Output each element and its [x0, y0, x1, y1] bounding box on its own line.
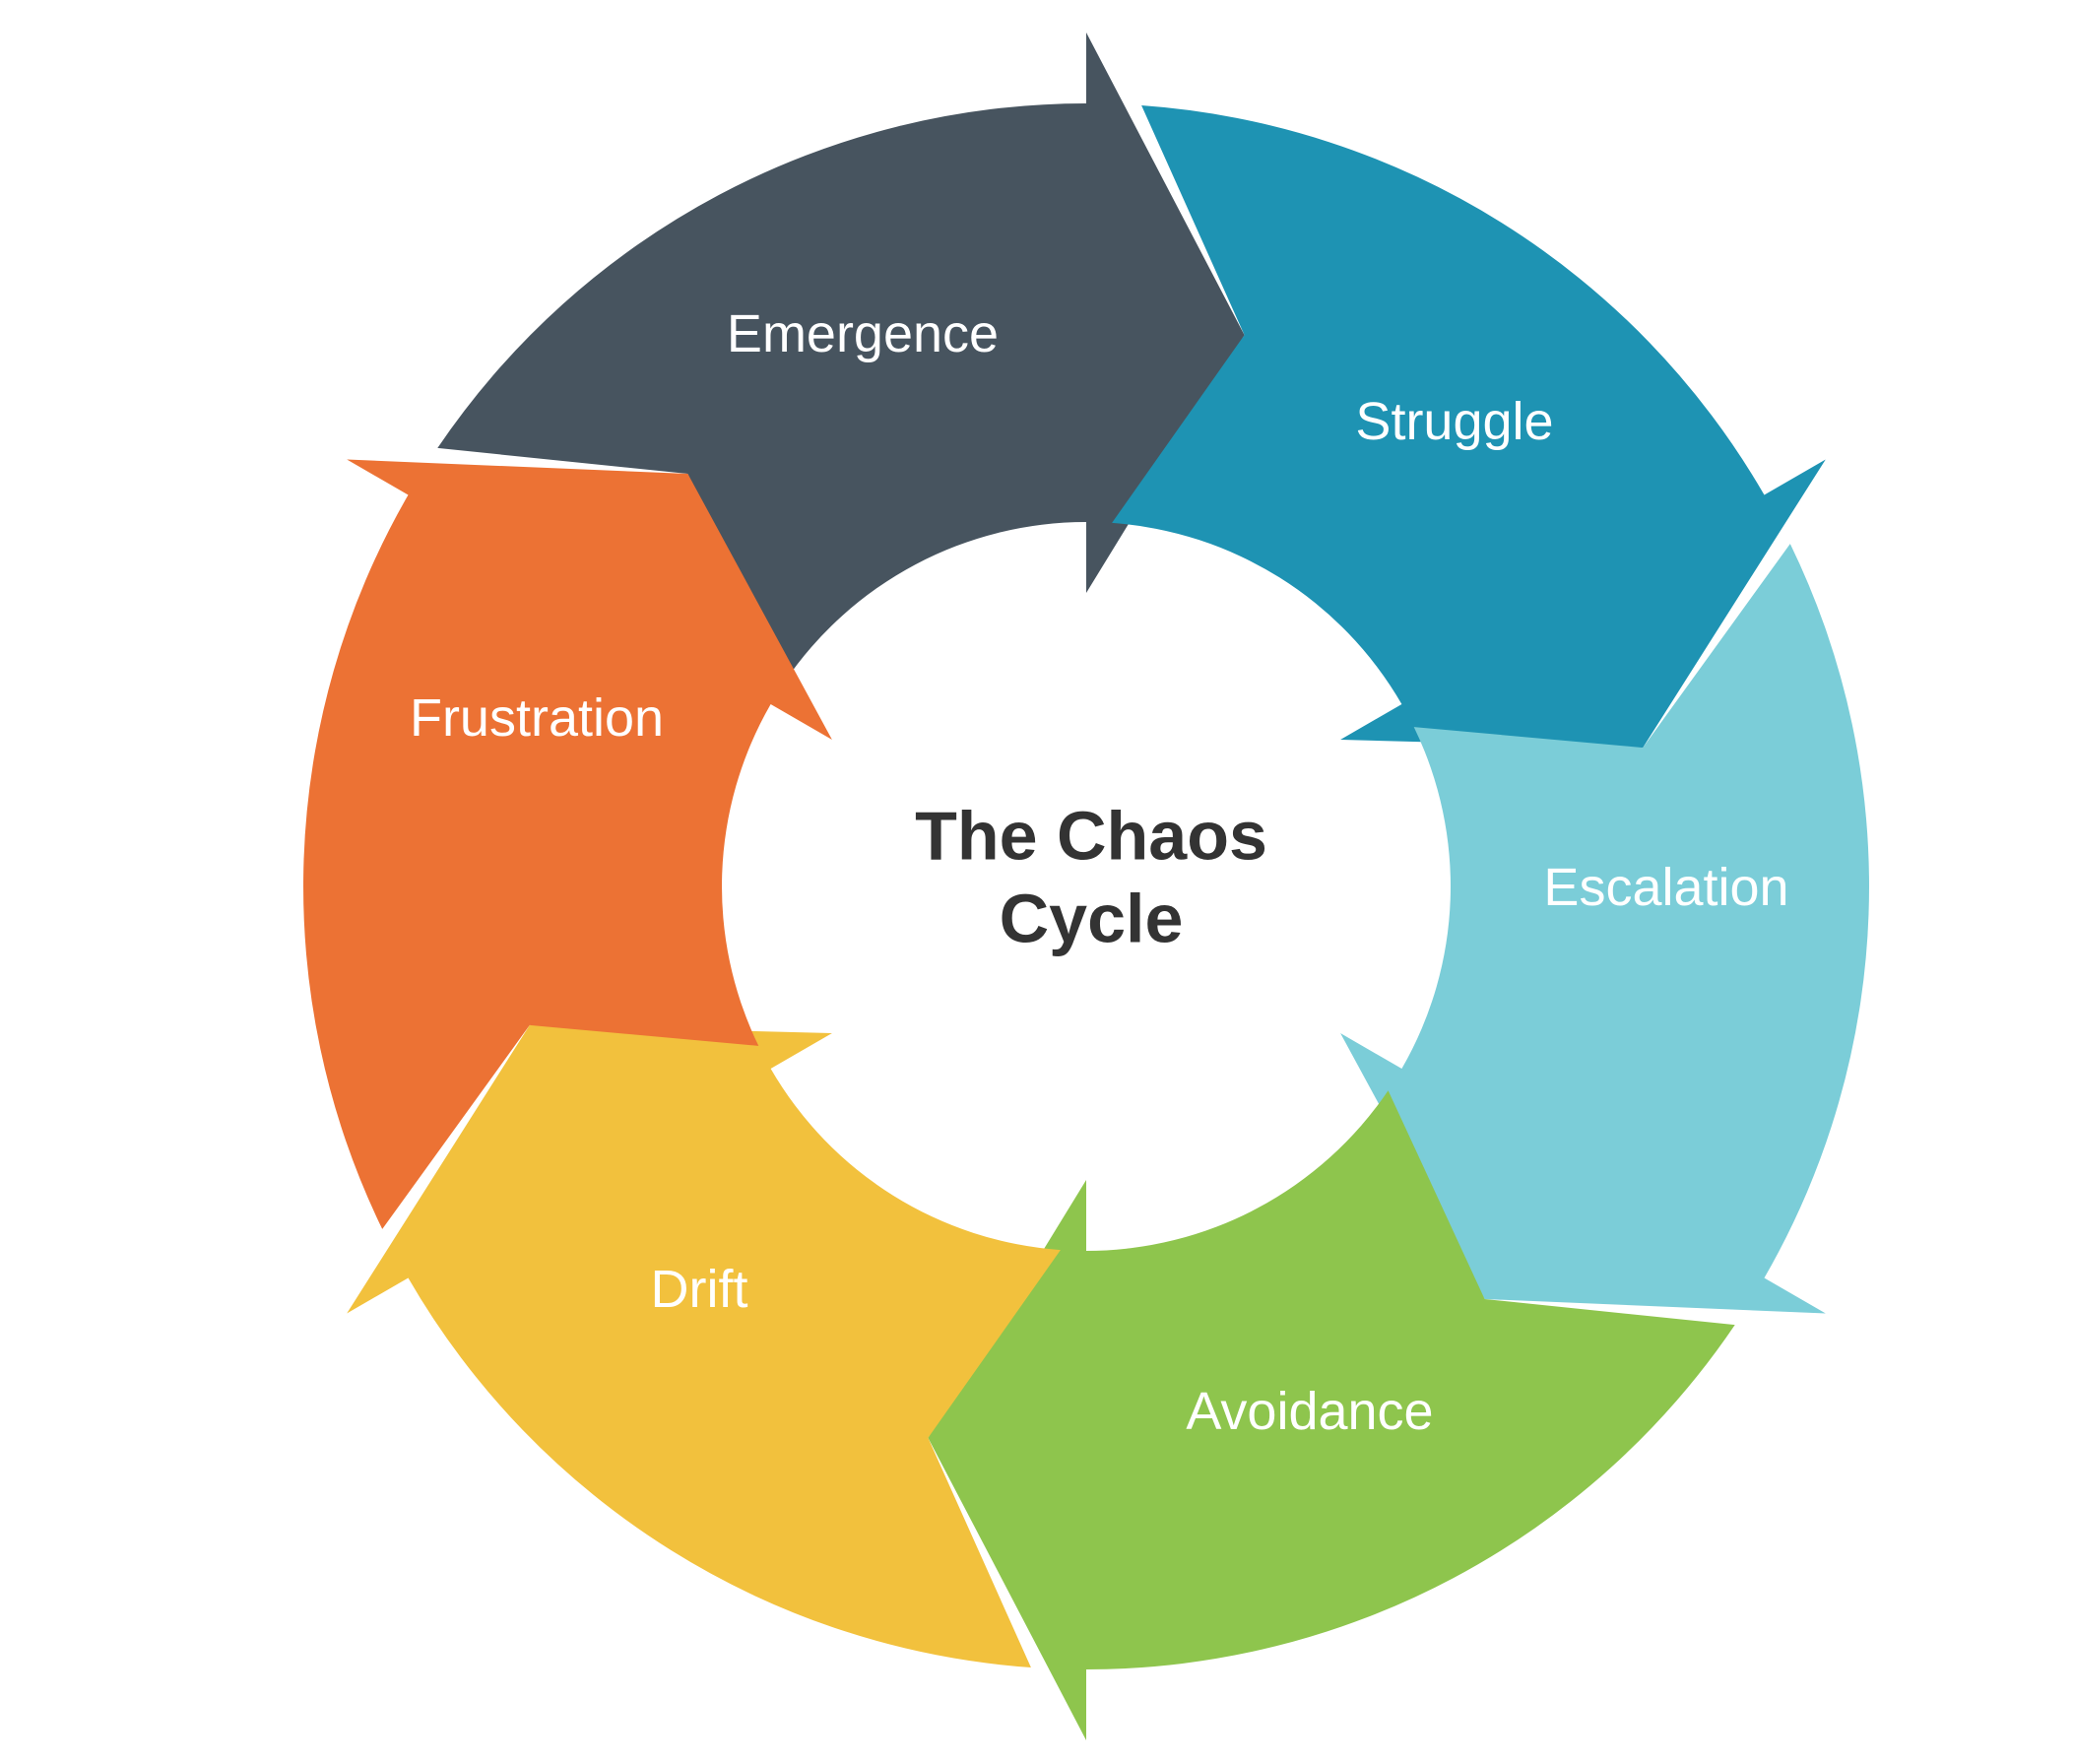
arrow-segment-emergence — [437, 33, 1245, 683]
arrow-segment-struggle — [1112, 105, 1826, 749]
arrow-segment-avoidance — [928, 1090, 1735, 1740]
diagram-title-line2: Cycle — [1000, 881, 1184, 957]
segment-label-escalation: Escalation — [1543, 858, 1788, 917]
arrow-segment-escalation — [1340, 544, 1869, 1314]
segment-label-avoidance: Avoidance — [1186, 1382, 1433, 1441]
segment-label-emergence: Emergence — [727, 304, 999, 363]
arrow-segment-drift — [347, 1024, 1061, 1667]
segment-label-drift: Drift — [651, 1260, 748, 1319]
diagram-title-line1: The Chaos — [915, 798, 1267, 875]
arrow-segment-frustration — [303, 459, 832, 1229]
segment-label-frustration: Frustration — [410, 688, 664, 748]
segment-label-struggle: Struggle — [1355, 392, 1553, 451]
